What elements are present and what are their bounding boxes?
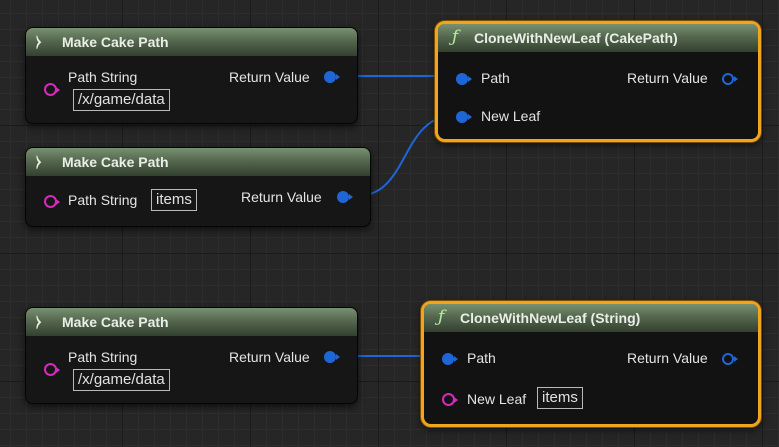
path-string-input[interactable]: items <box>151 189 197 211</box>
node-title: Make Cake Path <box>62 154 169 170</box>
return-value-output-pin[interactable] <box>722 353 738 365</box>
new-leaf-label: New Leaf <box>467 391 527 407</box>
return-value-label: Return Value <box>229 349 310 365</box>
return-value-output-pin[interactable] <box>324 351 340 363</box>
make-cake-path-node-1[interactable]: ⧽ Make Cake Path Path String /x/game/dat… <box>25 27 358 124</box>
path-string-input[interactable]: /x/game/data <box>73 89 170 111</box>
return-value-output-pin[interactable] <box>722 73 738 85</box>
return-value-output-pin[interactable] <box>337 191 353 203</box>
return-value-label: Return Value <box>241 189 322 205</box>
new-leaf-input-pin[interactable] <box>456 111 472 123</box>
make-struct-icon: ⧽ <box>36 33 42 50</box>
clone-with-new-leaf-string-node[interactable]: ƒ CloneWithNewLeaf (String) Path Return … <box>421 301 761 427</box>
clone-with-new-leaf-cakepath-node[interactable]: ƒ CloneWithNewLeaf (CakePath) Path Retur… <box>435 21 761 142</box>
path-string-label: Path String <box>68 69 138 85</box>
path-string-input-pin[interactable] <box>44 363 60 376</box>
path-string-input[interactable]: /x/game/data <box>73 369 170 391</box>
node-title: CloneWithNewLeaf (String) <box>460 310 641 326</box>
path-string-input-pin[interactable] <box>44 83 60 96</box>
path-input-pin[interactable] <box>456 73 472 85</box>
node-title: CloneWithNewLeaf (CakePath) <box>474 30 678 46</box>
node-header[interactable]: ƒ CloneWithNewLeaf (CakePath) <box>438 24 758 52</box>
return-value-label: Return Value <box>627 70 708 86</box>
node-header[interactable]: ⧽ Make Cake Path <box>26 28 357 56</box>
new-leaf-input-pin[interactable] <box>442 393 458 406</box>
return-value-label: Return Value <box>229 69 310 85</box>
node-title: Make Cake Path <box>62 314 169 330</box>
path-string-input-pin[interactable] <box>44 195 60 208</box>
path-string-label: Path String <box>68 192 138 208</box>
node-header[interactable]: ƒ CloneWithNewLeaf (String) <box>424 304 758 332</box>
path-input-pin[interactable] <box>442 353 458 365</box>
node-title: Make Cake Path <box>62 34 169 50</box>
make-cake-path-node-3[interactable]: ⧽ Make Cake Path Path String /x/game/dat… <box>25 307 358 404</box>
node-header[interactable]: ⧽ Make Cake Path <box>26 148 370 176</box>
make-cake-path-node-2[interactable]: ⧽ Make Cake Path Path String items Retur… <box>25 147 371 227</box>
path-label: Path <box>481 70 510 86</box>
return-value-label: Return Value <box>627 350 708 366</box>
function-f-icon: ƒ <box>452 27 459 47</box>
new-leaf-input[interactable]: items <box>537 387 583 409</box>
path-label: Path <box>467 350 496 366</box>
return-value-output-pin[interactable] <box>324 71 340 83</box>
make-struct-icon: ⧽ <box>36 313 42 330</box>
node-header[interactable]: ⧽ Make Cake Path <box>26 308 357 336</box>
function-f-icon: ƒ <box>438 307 445 327</box>
path-string-label: Path String <box>68 349 138 365</box>
new-leaf-label: New Leaf <box>481 108 541 124</box>
make-struct-icon: ⧽ <box>36 153 42 170</box>
